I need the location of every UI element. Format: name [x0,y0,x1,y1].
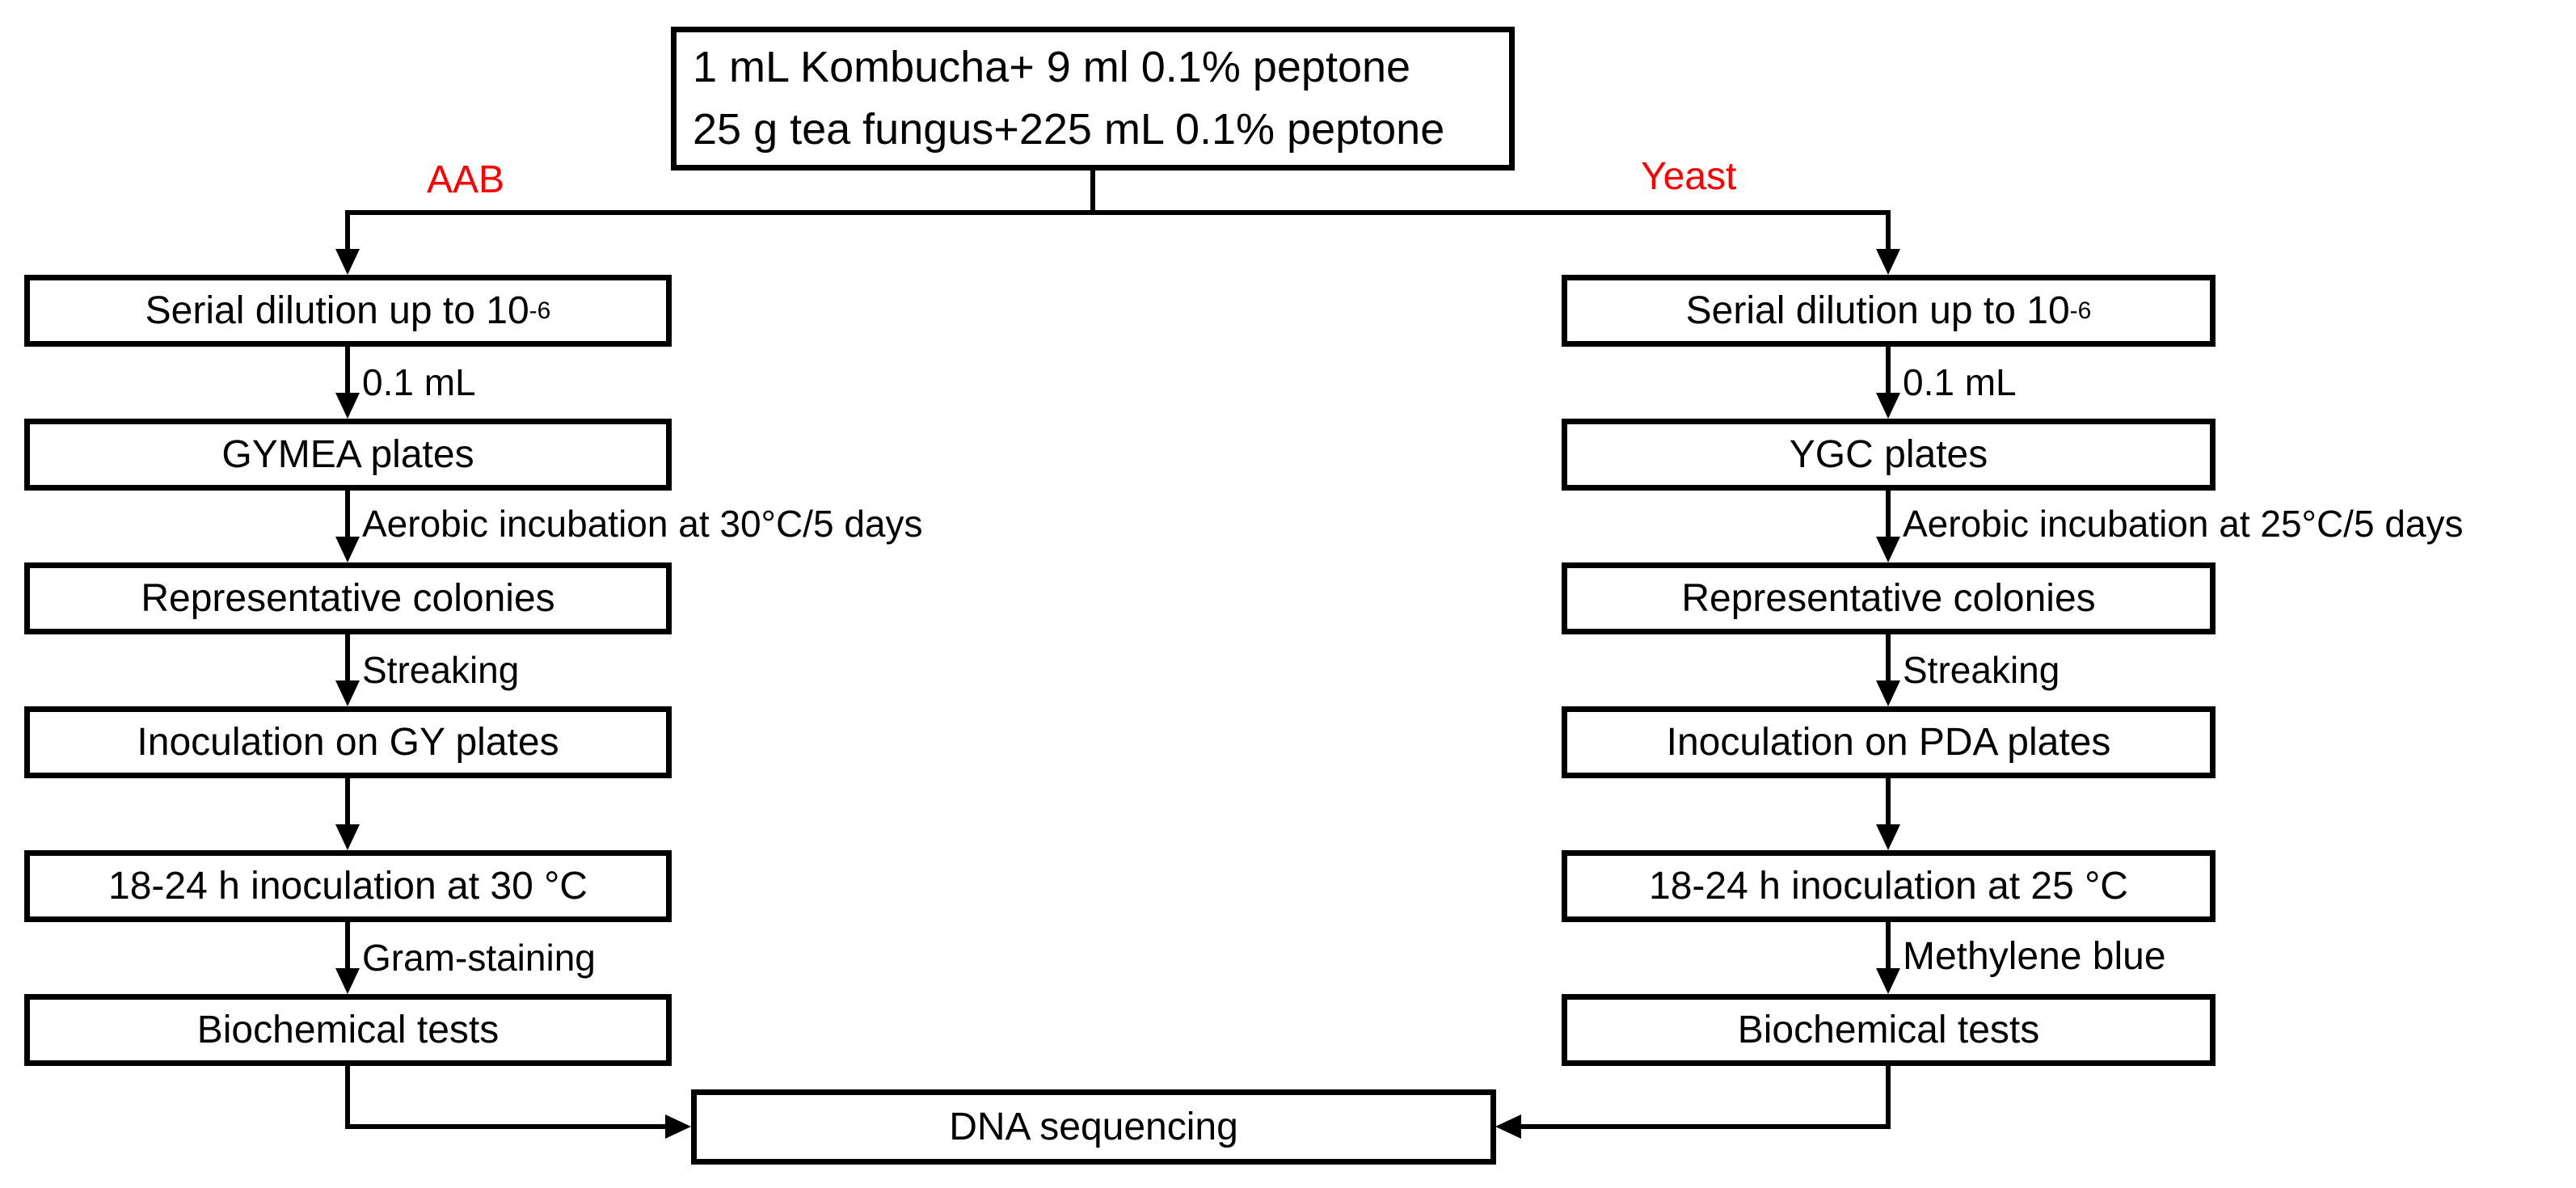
final-box-dna-sequencing-label: DNA sequencing [949,1105,1238,1148]
right-arrow-line-3 [1886,634,1891,682]
arrowhead-down-left-branch [335,249,360,275]
right-arrowhead-5 [1876,968,1900,994]
right-box-ygc-plates-label: YGC plates [1789,432,1988,476]
source-box-line2: 25 g tea fungus+225 mL 0.1% peptone [693,105,1445,154]
left-final-drop-line [345,1066,350,1129]
left-arrow-label-streaking: Streaking [362,649,520,691]
source-box: 1 mL Kombucha+ 9 ml 0.1% peptone 25 g te… [671,27,1515,171]
right-arrow-line-2 [1886,490,1891,538]
arrowhead-left-into-dna [1495,1114,1521,1139]
right-arrowhead-2 [1876,537,1900,562]
left-arrow-line-1 [345,346,350,394]
right-arrow-label-aerobic-incubation: Aerobic incubation at 25°C/5 days [1903,503,2464,545]
source-box-text: 1 mL Kombucha+ 9 ml 0.1% peptone 25 g te… [693,36,1444,160]
left-box-representative-colonies-label: Representative colonies [141,576,555,620]
right-arrow-label-streaking: Streaking [1903,649,2060,691]
left-box-gymea-plates: GYMEA plates [24,419,672,491]
right-final-drop-line [1886,1066,1891,1129]
left-arrowhead-2 [335,537,360,562]
left-box-inoculation-gy-plates-label: Inoculation on GY plates [137,720,559,764]
left-box-representative-colonies: Representative colonies [24,562,672,634]
left-box-inoculation-30c: 18-24 h inoculation at 30 °C [24,850,672,922]
right-arrowhead-4 [1876,824,1900,850]
left-box-serial-dilution-label: Serial dilution up to 10 [145,289,529,332]
right-box-ygc-plates: YGC plates [1562,419,2216,491]
connector-right-drop-line [1886,210,1891,252]
left-box-biochemical-tests-label: Biochemical tests [196,1008,500,1051]
right-arrow-line-1 [1886,346,1891,394]
left-box-inoculation-30c-label: 18-24 h inoculation at 30 °C [108,864,588,908]
left-arrow-label-0-1-ml: 0.1 mL [362,361,476,403]
right-box-inoculation-25c: 18-24 h inoculation at 25 °C [1562,850,2216,922]
final-box-dna-sequencing: DNA sequencing [691,1089,1496,1165]
right-arrow-line-5 [1886,921,1891,970]
branch-label-yeast: Yeast [1641,155,1737,198]
right-box-serial-dilution-label: Serial dilution up to 10 [1685,289,2070,332]
left-arrow-line-2 [345,490,350,538]
right-box-biochemical-tests: Biochemical tests [1562,994,2216,1066]
right-arrow-line-4 [1886,777,1891,826]
right-final-horizontal-line [1521,1124,1891,1129]
arrowhead-down-right-branch [1876,249,1900,275]
right-arrowhead-1 [1876,393,1900,419]
source-box-line1: 1 mL Kombucha+ 9 ml 0.1% peptone [693,43,1411,92]
branch-label-aab: AAB [427,158,505,201]
left-arrowhead-5 [335,968,360,994]
right-box-representative-colonies-label: Representative colonies [1681,576,2096,620]
left-box-biochemical-tests: Biochemical tests [24,994,672,1066]
right-arrow-label-methylene-blue: Methylene blue [1903,935,2166,978]
left-arrow-line-4 [345,777,350,826]
right-box-serial-dilution: Serial dilution up to 10-6 [1562,275,2216,347]
left-arrow-label-gram-staining: Gram-staining [362,937,596,979]
right-box-inoculation-pda-plates: Inoculation on PDA plates [1562,706,2216,778]
left-arrow-line-5 [345,921,350,970]
right-box-inoculation-pda-plates-label: Inoculation on PDA plates [1666,720,2111,764]
right-box-inoculation-25c-label: 18-24 h inoculation at 25 °C [1649,864,2128,908]
connector-branch-line [345,210,1891,215]
arrowhead-right-into-dna [665,1114,691,1139]
right-box-biochemical-tests-label: Biochemical tests [1737,1008,2040,1051]
left-arrow-line-3 [345,634,350,682]
connector-left-drop-line [345,210,350,252]
left-arrowhead-3 [335,680,360,706]
left-box-gymea-plates-label: GYMEA plates [221,432,474,476]
left-box-inoculation-gy-plates: Inoculation on GY plates [24,706,672,778]
connector-stem-line [1090,170,1095,215]
left-arrow-label-aerobic-incubation: Aerobic incubation at 30°C/5 days [362,503,923,545]
left-arrowhead-1 [335,393,360,419]
left-arrowhead-4 [335,824,360,850]
left-box-serial-dilution: Serial dilution up to 10-6 [24,275,672,347]
right-arrow-label-0-1-ml: 0.1 mL [1903,361,2017,403]
right-box-representative-colonies: Representative colonies [1562,562,2216,634]
left-final-horizontal-line [345,1124,667,1129]
right-arrowhead-3 [1876,680,1900,706]
